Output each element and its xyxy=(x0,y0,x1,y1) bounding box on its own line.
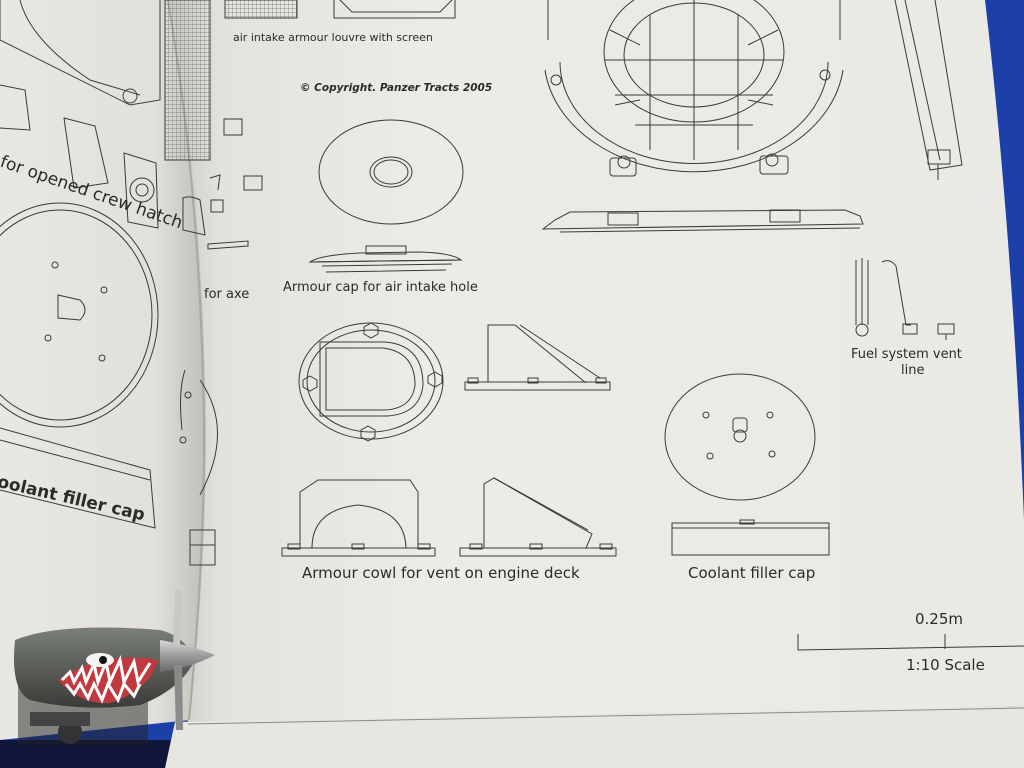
armour-cap-label: Armour cap for air intake hole xyxy=(283,280,478,295)
coolant-cap-drawing xyxy=(664,373,830,556)
aircraft-model xyxy=(14,590,215,745)
round-hatch-d-drawing xyxy=(298,322,444,442)
coolant-cap-label: Coolant filler cap xyxy=(688,564,816,582)
scale-length-label: 0.25m xyxy=(915,610,964,628)
armour-cowl-drawing xyxy=(281,477,617,557)
for-axe-label: for axe xyxy=(204,287,250,302)
wedge-bracket-drawing xyxy=(464,324,611,391)
armour-cowl-label: Armour cowl for vent on engine deck xyxy=(302,564,580,582)
fuel-vent-label: Fuel system vent xyxy=(851,347,962,362)
fuel-vent-label-line2: line xyxy=(901,363,925,378)
fuel-vent-drawing xyxy=(855,258,955,340)
armour-cap-drawing xyxy=(308,119,464,273)
copyright-text: © Copyright. Panzer Tracts 2005 xyxy=(300,82,493,94)
round-hatch-drawing xyxy=(541,0,864,233)
louvre-label: air intake armour louvre with screen xyxy=(233,31,433,44)
fuel-vent-label-line1: Fuel system vent xyxy=(851,347,962,362)
scale-label: 1:10 Scale xyxy=(906,656,985,674)
